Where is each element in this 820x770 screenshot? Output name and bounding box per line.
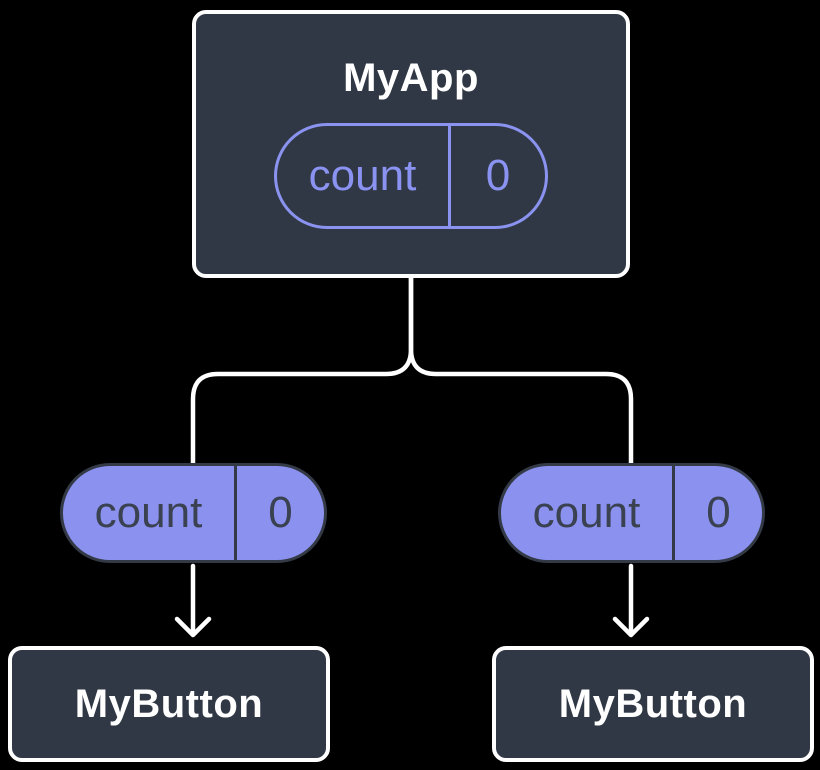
child-node-right-title: MyButton [558, 681, 748, 726]
prop-pill-left-label: count [94, 488, 203, 537]
branch-connector-left [190, 273, 414, 467]
root-node-title: MyApp [343, 56, 479, 100]
child-node-left-title: MyButton [74, 681, 264, 726]
prop-pill-right-value: 0 [706, 488, 731, 537]
arrowhead-right-icon [612, 616, 650, 638]
state-pill-divider [448, 126, 451, 226]
branch-connector-right [408, 273, 634, 467]
prop-pill-left-divider [234, 466, 237, 560]
prop-pill-right: count 0 [498, 463, 765, 563]
state-pill: count 0 [274, 123, 548, 229]
child-node-mybutton-left: MyButton [8, 646, 330, 762]
child-node-mybutton-right: MyButton [492, 646, 814, 762]
prop-pill-right-label: count [532, 488, 641, 537]
prop-pill-left-value: 0 [268, 488, 293, 537]
state-pill-value: 0 [485, 151, 511, 200]
state-pill-label: count [308, 151, 417, 200]
prop-pill-left: count 0 [60, 463, 327, 563]
arrowhead-left-icon [174, 616, 212, 638]
root-node-myapp: MyApp count 0 [192, 10, 630, 278]
prop-pill-right-divider [672, 466, 675, 560]
